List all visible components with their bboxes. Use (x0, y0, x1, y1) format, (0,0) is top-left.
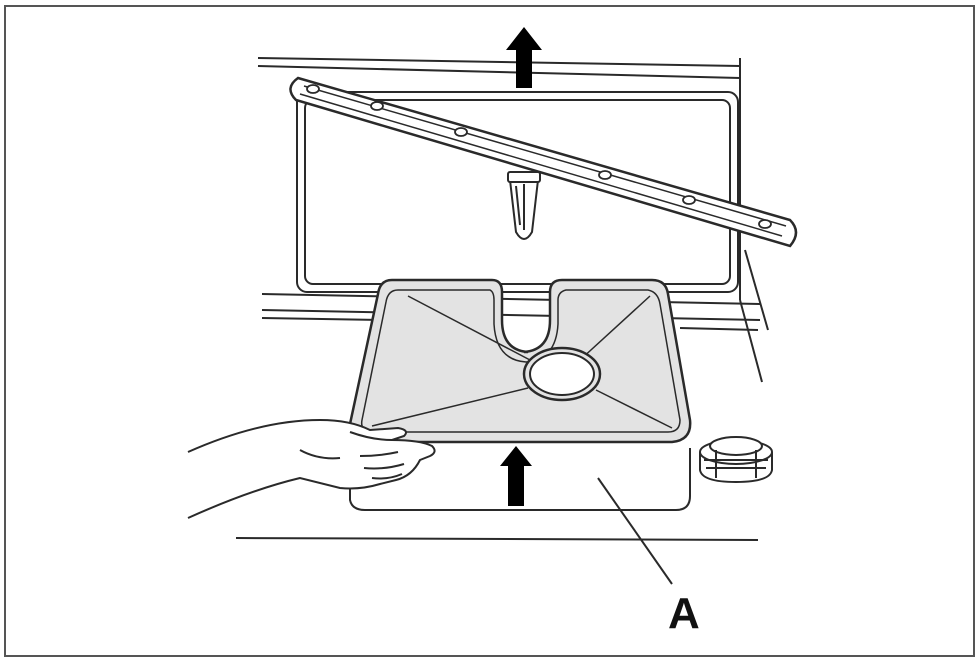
filter-plate (348, 278, 692, 444)
spray-arm-nozzle (507, 171, 541, 240)
hand (187, 418, 436, 519)
up-arrow-icon (500, 446, 532, 506)
tank-floor (235, 448, 759, 541)
coarse-filter-cap (699, 436, 773, 484)
spray-arm (289, 76, 798, 248)
callout-leader-line (597, 477, 673, 585)
up-arrow-icon (506, 27, 542, 88)
callout-label-a: A (668, 589, 700, 638)
tank-back-wall (257, 57, 769, 383)
figure-border (4, 5, 975, 657)
